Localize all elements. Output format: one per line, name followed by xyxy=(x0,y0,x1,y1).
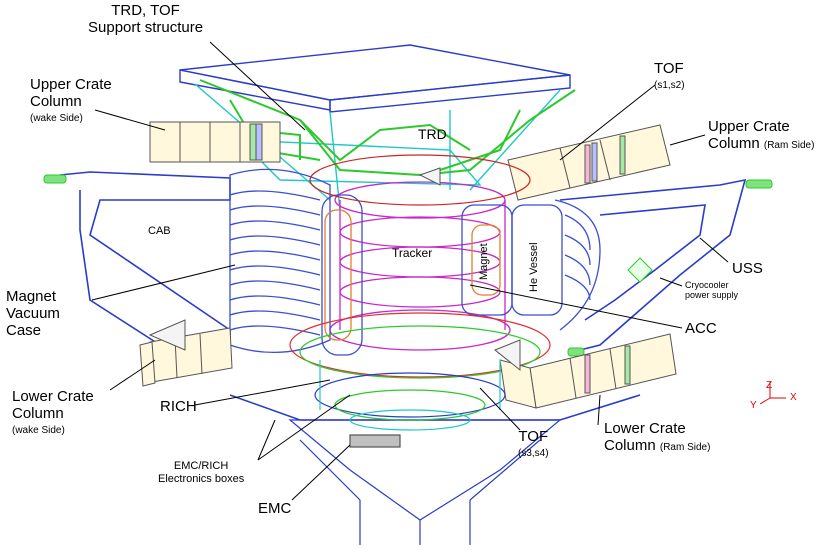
label-upper-crate-ram-line1: Upper Crate xyxy=(708,118,790,135)
label-upper-crate-ram-line2: Column xyxy=(708,135,760,152)
label-trd-tof-support-line1: TRD, TOF xyxy=(111,2,180,19)
label-tof-bottom: TOF (s3,s4) xyxy=(518,428,549,462)
axis-symbol xyxy=(759,382,786,405)
label-tof-bottom-text: TOF xyxy=(518,428,549,445)
label-upper-crate-wake-sub: (wake Side) xyxy=(30,113,83,124)
label-emc-rich-line2: Electronics boxes xyxy=(158,473,245,485)
rich-and-tof xyxy=(314,360,506,448)
label-acc: ACC xyxy=(685,320,717,337)
label-lower-crate-wake-line2: Column xyxy=(12,405,64,422)
label-tof-top: TOF (s1,s2) xyxy=(654,60,685,94)
label-lower-crate-ram: Lower Crate Column (Ram Side) xyxy=(604,420,710,456)
label-cryocooler-line2: power supply xyxy=(685,290,739,300)
label-upper-crate-wake-line2: Column xyxy=(30,93,82,110)
label-mvc-line1: Magnet xyxy=(6,288,57,305)
label-mvc-line2: Vacuum xyxy=(6,305,60,322)
label-lower-crate-ram-sub: (Ram Side) xyxy=(659,442,711,453)
axis-y-label: Y xyxy=(750,400,757,411)
label-lower-crate-ram-line2: Column xyxy=(604,437,656,454)
label-cryocooler-line1: Cryocooler xyxy=(685,280,729,290)
label-lower-crate-wake: Lower Crate Column (wake Side) xyxy=(12,388,94,439)
upper-crate-ram xyxy=(507,124,671,201)
acc-ring xyxy=(289,154,551,379)
label-cryocooler: Cryocooler power supply xyxy=(685,280,738,300)
label-lower-crate-wake-line1: Lower Crate xyxy=(12,388,94,405)
label-emc: EMC xyxy=(258,500,292,517)
label-he-vessel: He Vessel xyxy=(528,242,540,292)
label-lower-crate-wake-sub: (wake Side) xyxy=(12,425,65,436)
label-trd-tof-support-line2: Support structure xyxy=(88,19,204,36)
label-mvc-line3: Case xyxy=(6,322,42,339)
label-uss: USS xyxy=(732,260,763,277)
label-trd: TRD xyxy=(418,126,447,142)
leader-lines xyxy=(91,41,729,501)
uss-end-caps xyxy=(43,174,773,357)
label-tracker: Tracker xyxy=(392,246,433,260)
label-magnet: Magnet xyxy=(478,243,490,280)
label-upper-crate-ram: Upper Crate Column (Ram Side) xyxy=(708,118,814,154)
frame-gussets xyxy=(148,167,521,372)
label-trd-tof-support: TRD, TOF Support structure xyxy=(88,2,203,36)
label-upper-crate-wake-line1: Upper Crate xyxy=(30,76,112,93)
label-tof-bottom-sub: (s3,s4) xyxy=(518,448,549,459)
label-lower-crate-ram-line1: Lower Crate xyxy=(604,420,686,437)
uss-frame xyxy=(59,171,747,421)
label-rich: RICH xyxy=(160,398,197,415)
axis-x-label: X xyxy=(790,392,797,403)
label-tof-top-sub: (s1,s2) xyxy=(654,80,685,91)
label-tof-top-text: TOF xyxy=(654,60,684,77)
label-upper-crate-wake: Upper Crate Column (wake Side) xyxy=(30,76,112,127)
axis-z-label: Z xyxy=(766,380,773,391)
upper-crate-wake xyxy=(149,121,281,163)
label-magnet-vacuum-case: Magnet Vacuum Case xyxy=(6,288,60,339)
lower-crate-ram xyxy=(499,333,677,409)
label-upper-crate-ram-sub: (Ram Side) xyxy=(763,140,815,151)
label-emc-rich-boxes: EMC/RICH Electronics boxes xyxy=(158,460,244,486)
magnet-vacuum-case xyxy=(229,168,601,356)
cryocooler-box xyxy=(627,257,653,283)
label-emc-rich-line1: EMC/RICH xyxy=(173,460,229,472)
label-cab: CAB xyxy=(148,225,171,237)
